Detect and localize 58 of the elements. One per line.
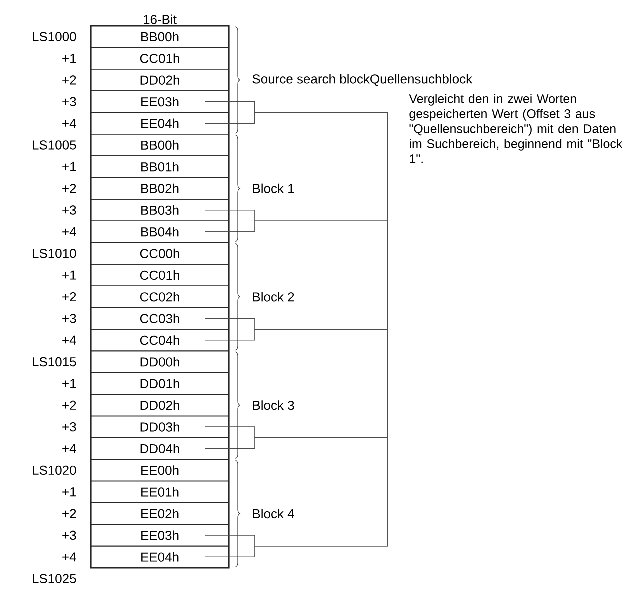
memory-cell: CC04h — [90, 329, 230, 352]
memory-cell: CC02h — [90, 286, 230, 308]
memory-cell: DD02h — [90, 68, 230, 92]
block-label: Block 3 — [253, 400, 294, 410]
address-label: +4 — [62, 444, 76, 454]
memory-cell: DD01h — [90, 372, 230, 395]
memory-cell: EE04h — [90, 546, 230, 568]
memory-cell: CC03h — [90, 307, 230, 330]
block-label: Block 1 — [253, 184, 294, 194]
memory-cell: CC01h — [90, 47, 230, 70]
address-label: LS1005 — [33, 140, 76, 150]
memory-cell: DD00h — [90, 350, 230, 374]
address-label: +3 — [62, 97, 76, 106]
description-text: Vergleicht den in zwei Worten gespeicherten Wert (Offset 3 aus "Quellensuchbereich") mit den Daten im Suchbereich, beginnend mit "Block 1". — [409, 94, 623, 164]
address-label: +2 — [62, 400, 76, 410]
memory-cell: BB04h — [90, 220, 230, 244]
address-label: +1 — [62, 54, 76, 63]
address-label: +2 — [62, 509, 76, 518]
memory-cell: EE04h — [90, 112, 230, 135]
address-label: +3 — [62, 422, 76, 432]
address-label: LS1010 — [33, 249, 76, 258]
address-label: +4 — [62, 552, 76, 562]
memory-cell: BB01h — [90, 156, 230, 178]
address-label: +1 — [62, 270, 76, 280]
block-label: Block 2 — [253, 292, 294, 302]
memory-cell: EE00h — [90, 459, 230, 482]
address-label: +1 — [62, 379, 76, 388]
block-label: Block 4 — [253, 509, 294, 519]
address-label: +4 — [62, 119, 76, 128]
address-label: LS1025 — [33, 574, 76, 584]
memory-cell: EE03h — [90, 524, 230, 547]
memory-cell: BB00h — [90, 134, 230, 156]
memory-cell: EE01h — [90, 480, 230, 504]
address-label: +4 — [62, 228, 76, 236]
memory-cell: CC00h — [90, 242, 230, 265]
memory-cell: BB02h — [90, 177, 230, 200]
memory-cell: CC01h — [90, 264, 230, 287]
address-label: +1 — [62, 162, 76, 172]
address-label: +2 — [62, 76, 76, 85]
address-label: +2 — [62, 184, 76, 194]
memory-cell: BB03h — [90, 199, 230, 222]
memory-cell: DD04h — [90, 438, 230, 460]
memory-cell: DD02h — [90, 394, 230, 417]
address-label: +2 — [62, 292, 76, 302]
address-label: LS1015 — [33, 357, 76, 367]
memory-cell: EE03h — [90, 90, 230, 114]
address-label: +1 — [62, 488, 76, 497]
block-label: Source search blockQuellensuchblock — [252, 74, 473, 86]
address-label: +3 — [62, 206, 76, 215]
memory-cell: DD03h — [90, 416, 230, 438]
address-label: LS1000 — [33, 32, 76, 42]
address-label: +4 — [62, 336, 76, 345]
address-label: +3 — [62, 530, 76, 540]
memory-cell: EE02h — [90, 502, 230, 526]
column-header: 16-Bit — [144, 14, 177, 24]
address-label: LS1020 — [33, 466, 76, 476]
address-label: +3 — [62, 314, 76, 324]
node-label: BB00h — [142, 32, 179, 42]
